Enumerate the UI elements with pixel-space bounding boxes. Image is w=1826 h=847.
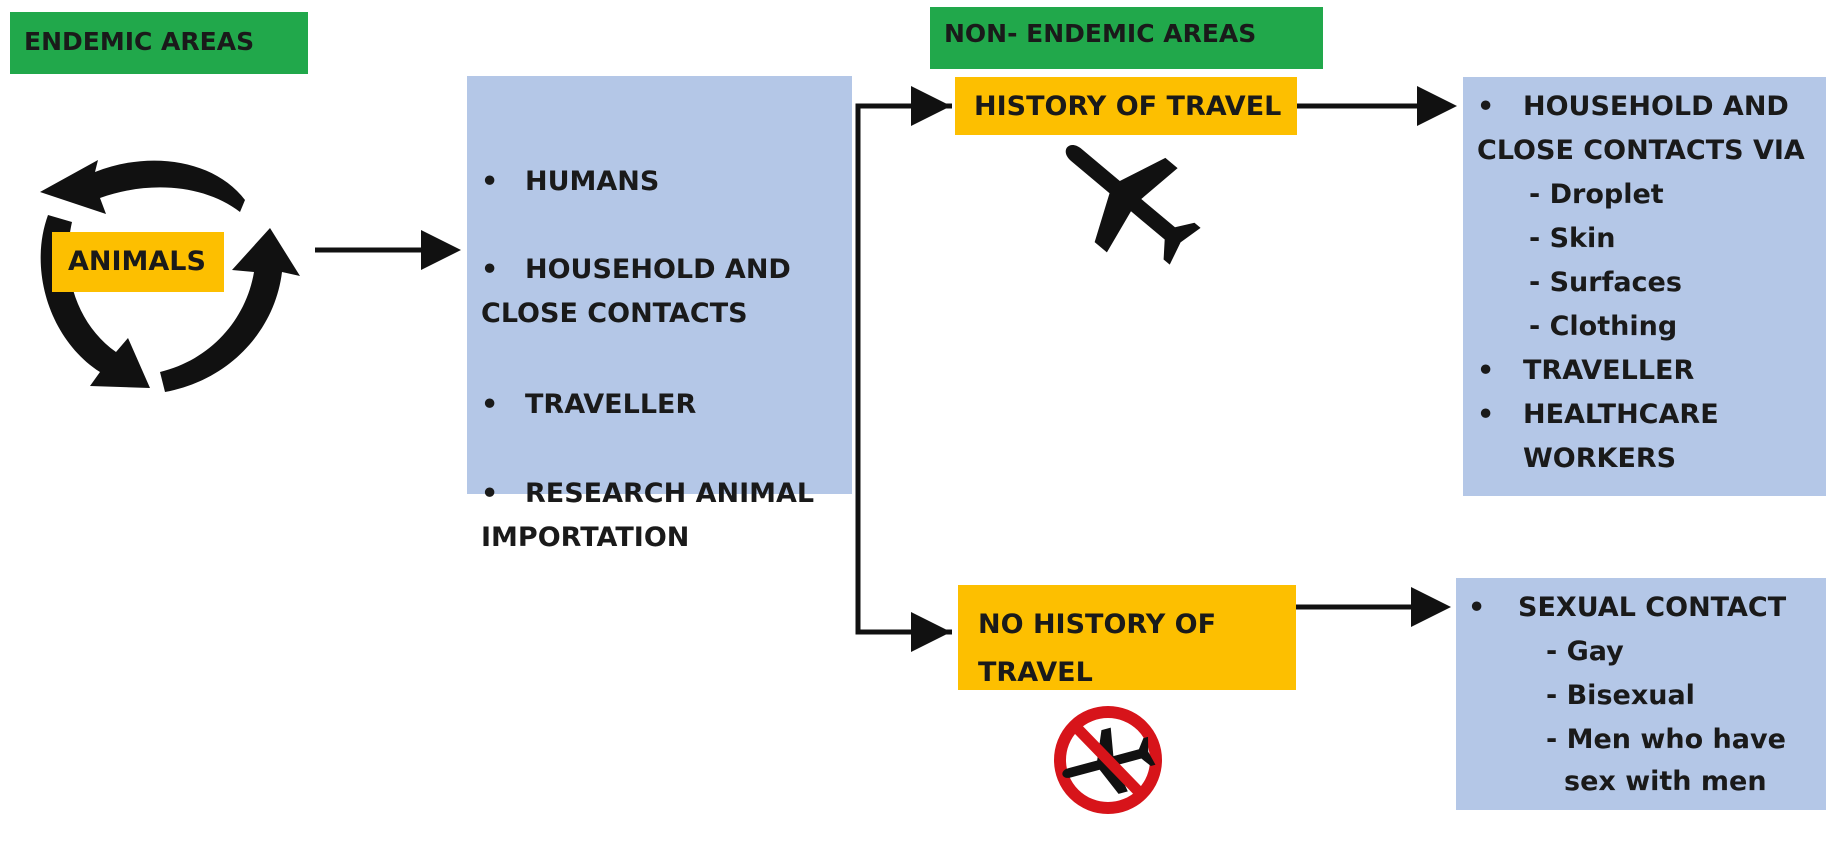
travel-outcome-household: HOUSEHOLD AND	[1523, 91, 1789, 122]
hosts-item-research: •RESEARCH ANIMAL IMPORTATION	[481, 478, 815, 553]
travel-sub-surfaces: - Surfaces	[1529, 267, 1682, 298]
travel-outcome-healthcare: HEALTHCARE	[1523, 399, 1719, 430]
travel-sub-clothing: - Clothing	[1529, 311, 1678, 342]
no-travel-outcome-sexual: SEXUAL CONTACT	[1518, 592, 1787, 623]
branch-wire	[855, 103, 952, 635]
airplane-icon	[1065, 145, 1201, 265]
history-of-travel-text: HISTORY OF TRAVEL	[974, 91, 1282, 122]
no-airplane-icon	[1054, 706, 1162, 814]
animals-node: ANIMALS	[52, 232, 224, 292]
no-travel-sub-msm: - Men who have	[1546, 724, 1786, 755]
animals-text: ANIMALS	[68, 246, 206, 277]
no-history-of-travel-node: NO HISTORY OF TRAVEL	[958, 585, 1296, 690]
travel-outcomes-box: • HOUSEHOLD AND CLOSE CONTACTS VIA - Dro…	[1463, 77, 1826, 496]
no-travel-sub-msm-cont: sex with men	[1564, 766, 1767, 797]
bullet: •	[1477, 91, 1495, 122]
no-travel-sub-gay: - Gay	[1546, 636, 1624, 667]
endemic-areas-label: ENDEMIC AREAS	[10, 12, 308, 74]
no-history-line1: NO HISTORY OF	[978, 609, 1217, 640]
travel-outcome-healthcare-cont: WORKERS	[1523, 443, 1677, 474]
no-travel-outcomes-box: • SEXUAL CONTACT - Gay - Bisexual - Men …	[1456, 578, 1826, 810]
no-history-line2: TRAVEL	[978, 657, 1093, 688]
bullet: •	[1477, 399, 1495, 430]
travel-sub-droplet: - Droplet	[1529, 179, 1664, 210]
non-endemic-areas-text: NON- ENDEMIC AREAS	[944, 19, 1257, 48]
non-endemic-areas-label: NON- ENDEMIC AREAS	[930, 7, 1323, 69]
hosts-item-household: •HOUSEHOLD AND CLOSE CONTACTS	[481, 254, 791, 329]
hosts-item-humans: •HUMANS	[481, 166, 660, 197]
hosts-item-traveller: •TRAVELLER	[481, 389, 697, 420]
history-of-travel-node: HISTORY OF TRAVEL	[955, 77, 1297, 135]
bullet: •	[1477, 355, 1495, 386]
endemic-areas-text: ENDEMIC AREAS	[24, 27, 255, 56]
travel-outcome-traveller: TRAVELLER	[1523, 355, 1695, 386]
travel-outcome-household-cont: CLOSE CONTACTS VIA	[1477, 135, 1805, 166]
endemic-hosts-box: •HUMANS •HOUSEHOLD AND CLOSE CONTACTS •T…	[467, 76, 852, 553]
bullet: •	[1468, 592, 1486, 623]
no-travel-sub-bisexual: - Bisexual	[1546, 680, 1695, 711]
travel-sub-skin: - Skin	[1529, 223, 1616, 254]
